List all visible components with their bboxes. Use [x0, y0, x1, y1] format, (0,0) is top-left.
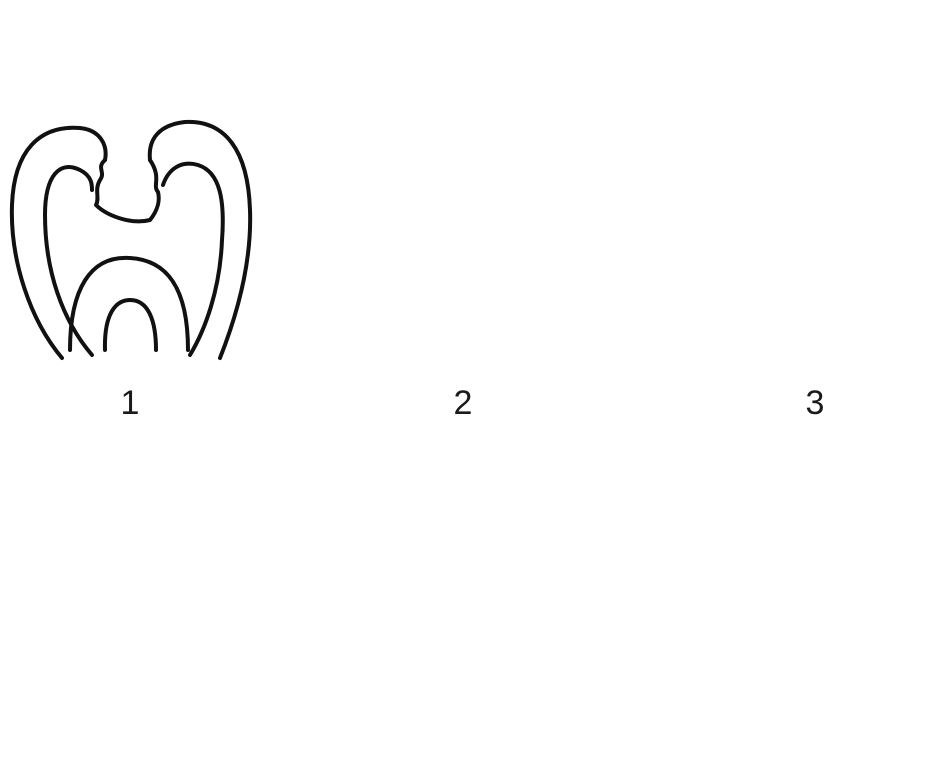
panel-label-2: 2: [433, 384, 493, 423]
panel-label-3: 3: [785, 384, 845, 423]
panel-1-tooth-carious: [12, 122, 250, 358]
panel-label-1: 1: [100, 384, 160, 423]
